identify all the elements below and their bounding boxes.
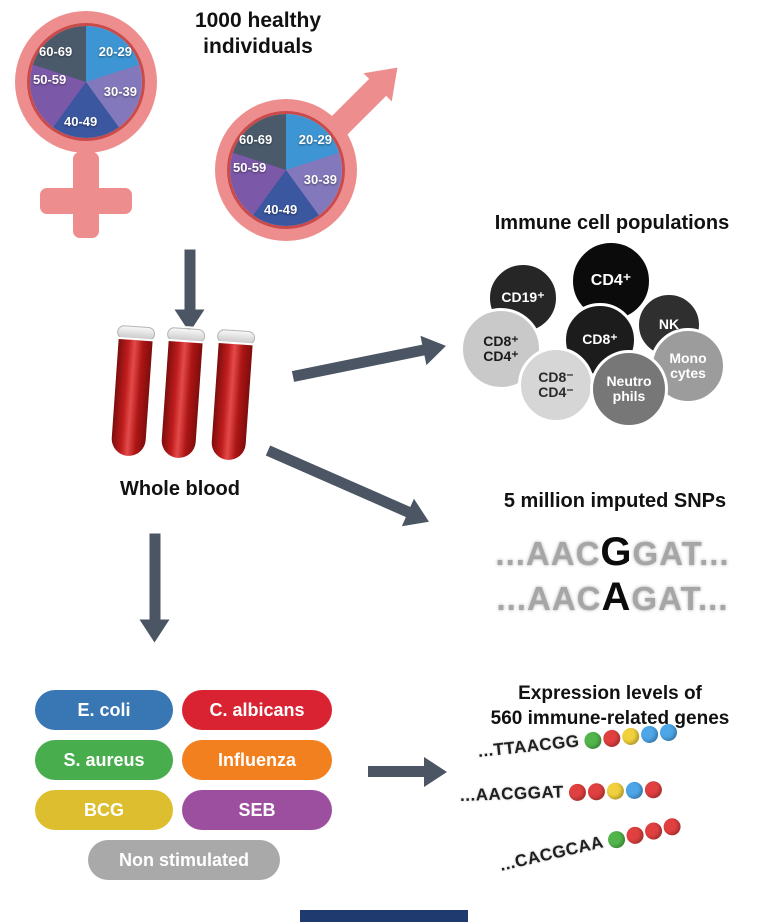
blood-tube	[108, 324, 156, 459]
snp-sequence-1: ...AACGGAT...	[455, 530, 770, 575]
cell-cd8neg-cd4neg: CD8⁻ CD4⁻	[518, 347, 594, 423]
age-group-label: 60-69	[239, 132, 273, 147]
pill-label: BCG	[84, 799, 124, 820]
age-group-label: 60-69	[39, 44, 73, 59]
gene-bead	[587, 782, 606, 801]
age-group-label: 50-59	[233, 160, 267, 175]
figure-title-line1: 1000 healthy	[194, 9, 322, 32]
snp-seq-prefix: ...AAC	[496, 580, 602, 617]
pill-label: C. albicans	[209, 699, 305, 720]
expression-sequence-row: ...CACGCAA	[498, 815, 683, 876]
tube-blood	[210, 342, 253, 462]
stimulus-pill-bcg: BCG	[35, 790, 173, 830]
gene-bead	[661, 816, 683, 837]
arrow-stimulations-to-expression	[368, 766, 426, 777]
cell-label: phils	[612, 388, 646, 404]
pill-label: S. aureus	[63, 749, 145, 770]
age-group-label: 30-39	[303, 172, 337, 187]
gene-bead	[659, 722, 678, 742]
cell-label: CD8⁺	[483, 332, 519, 349]
age-group-label: 50-59	[33, 72, 67, 87]
gene-bead	[640, 724, 659, 744]
tube-blood	[160, 340, 203, 460]
figure-title-line2: individuals	[203, 35, 313, 59]
cell-label: Neutro	[606, 372, 652, 389]
stimulus-pill-e-coli: E. coli	[35, 690, 173, 730]
cell-label: CD4⁺	[590, 272, 632, 290]
age-group-label: 30-39	[103, 84, 137, 99]
arrow-blood-to-snps	[265, 445, 413, 518]
gene-bead	[602, 728, 622, 748]
cell-neutrophils: Neutro phils	[590, 350, 668, 428]
gene-bead	[643, 820, 664, 841]
gene-bead	[568, 783, 587, 801]
pill-label: SEB	[238, 799, 276, 820]
immune-cells-title: Immune cell populations	[494, 212, 730, 234]
gene-bead	[625, 781, 644, 799]
snp-seq-suffix: GAT...	[631, 580, 729, 617]
figure-title: 1000 healthy individuals	[148, 8, 368, 61]
snp-variant-allele: G	[600, 530, 633, 574]
cell-label: CD8⁻	[538, 368, 574, 385]
pill-label: Influenza	[217, 749, 296, 770]
stimulus-pill-influenza: Influenza	[182, 740, 332, 780]
arrow-individuals-to-blood	[184, 249, 196, 312]
snp-title: 5 million imputed SNPs	[503, 490, 727, 512]
gene-bead	[644, 780, 663, 799]
snp-seq-suffix: GAT...	[632, 535, 730, 572]
age-group-label: 40-49	[64, 114, 98, 129]
tube-blood	[110, 338, 153, 458]
male-age-pie-chart: 20-29 30-39 40-49 50-59 60-69	[230, 114, 342, 226]
stimulus-pill-c-albicans: C. albicans	[182, 690, 332, 730]
age-group-label: 20-29	[298, 132, 332, 147]
blood-tube	[208, 328, 256, 463]
expression-title: Expression levels of 560 immune-related …	[445, 682, 771, 731]
gene-bead	[606, 828, 627, 850]
age-group-label: 40-49	[264, 202, 298, 217]
stimulus-pill-s-aureus: S. aureus	[35, 740, 173, 780]
pill-label: Non stimulated	[118, 849, 249, 870]
whole-blood-label: Whole blood	[120, 478, 240, 500]
cell-label: CD4⁺	[483, 348, 519, 364]
stimulus-pill-non-stimulated: Non stimulated	[88, 840, 280, 880]
cell-label: CD4⁻	[538, 384, 574, 400]
gene-bead	[583, 730, 603, 750]
cell-label: CD19⁺	[501, 289, 545, 306]
gene-bead	[624, 824, 646, 846]
female-symbol-crossbar	[40, 188, 132, 214]
age-group-label: 20-29	[98, 44, 132, 59]
cell-label: Mono	[669, 349, 707, 366]
male-symbol-arrow	[329, 77, 388, 136]
gene-sequence: ...TTAACGG	[476, 731, 581, 761]
gene-bead	[606, 781, 625, 800]
snp-seq-prefix: ...AAC	[495, 535, 601, 572]
bottom-banner	[300, 910, 468, 922]
female-age-pie-chart: 20-29 30-39 40-49 50-59 60-69	[30, 26, 142, 138]
arrow-blood-to-stimulations	[149, 533, 161, 622]
arrow-blood-to-cells	[291, 344, 427, 382]
snp-sequence-2: ...AACAGAT...	[455, 575, 770, 620]
cell-label: NK	[658, 316, 680, 333]
snp-variant-allele: A	[601, 575, 632, 619]
gene-sequence: ...AACGGAT	[459, 782, 565, 805]
gene-bead	[621, 726, 640, 746]
pill-label: E. coli	[77, 699, 131, 720]
blood-tube	[158, 326, 206, 461]
stimulus-pill-seb: SEB	[182, 790, 332, 830]
cell-label: CD8⁺	[582, 331, 618, 348]
gene-sequence: ...CACGCAA	[497, 832, 606, 875]
cell-label: cytes	[670, 365, 706, 381]
expression-title-line1: Expression levels of	[518, 683, 702, 704]
expression-sequence-row: ...AACGGAT	[459, 779, 663, 806]
